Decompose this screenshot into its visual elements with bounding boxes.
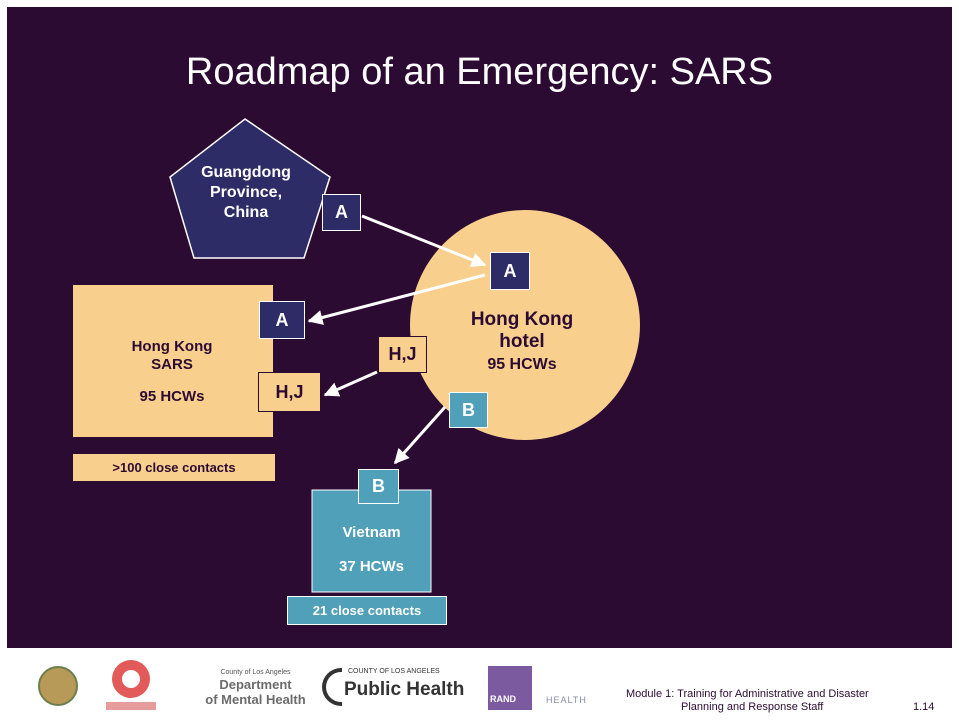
vietnam-line1: Vietnam: [342, 523, 401, 541]
dmh-line2: of Mental Health: [205, 692, 306, 707]
hk-sars-line1: Hong Kong: [131, 338, 213, 355]
hk-hotel-text: Hong Kong hotel 95 HCWs: [452, 307, 592, 379]
slide: Roadmap of an Emergency: SARS Guangdong …: [7, 7, 952, 648]
vietnam-text: Vietnam 37 HCWs: [312, 512, 431, 587]
hk-sars-text: Hong Kong SARS 95 HCWs: [97, 331, 247, 413]
module-line1: Module 1: Training for Administrative an…: [626, 688, 869, 700]
hk-sars-line2: SARS: [151, 356, 193, 373]
footer: County of Los Angeles Department of Ment…: [0, 648, 959, 726]
guangdong-line1: Guangdong: [201, 164, 291, 181]
sars-label-hj: H,J: [258, 372, 321, 412]
hk-sars-line3: 95 HCWs: [139, 388, 205, 405]
hk-hotel-line2: hotel: [499, 331, 545, 352]
guangdong-pentagon: [169, 118, 331, 259]
slide-title: Roadmap of an Emergency: SARS: [185, 51, 774, 93]
guangdong-label-a: A: [322, 194, 361, 231]
ems-agency-logo: [102, 656, 160, 714]
guangdong-line3: China: [223, 204, 269, 221]
page-number: 1.14: [913, 701, 935, 713]
arrow-hotel-to-vietnam: [393, 406, 447, 465]
hk-hotel-circle: [410, 210, 640, 440]
public-health-logo: COUNTY OF LOS ANGELES Public Health: [322, 666, 470, 710]
arrow-hj: [323, 370, 378, 397]
dmh-logo: County of Los Angeles Department of Ment…: [193, 668, 318, 716]
sars-label-a: A: [259, 301, 305, 339]
vietnam-label-b: B: [358, 469, 399, 504]
rand-text: RAND: [490, 694, 516, 704]
hk-hotel-line1: Hong Kong: [470, 309, 574, 330]
arrow-guangdong-to-hotel: [361, 214, 487, 267]
arrow-hotel-to-sars: [307, 273, 486, 325]
rand-health-text: HEALTH: [546, 695, 587, 705]
hotel-label-b: B: [449, 392, 488, 428]
module-line2: Planning and Response Staff: [681, 701, 824, 713]
guangdong-text: Guangdong Province, China: [190, 157, 302, 229]
public-health-swoosh-icon: [322, 668, 342, 706]
vietnam-line2: 37 HCWs: [338, 557, 405, 575]
rand-logo: RAND: [488, 666, 532, 710]
guangdong-line2: Province,: [209, 184, 283, 201]
module-caption: Module 1: Training for Administrative an…: [626, 688, 926, 714]
hotel-label-a: A: [490, 252, 530, 290]
vietnam-box: [311, 489, 432, 593]
dmh-small: County of Los Angeles: [220, 669, 291, 676]
county-seal-icon: [38, 666, 78, 706]
diagram-canvas: [73, 118, 640, 593]
hk-sars-contacts-badge: >100 close contacts: [73, 454, 275, 481]
hk-hotel-line3: 95 HCWs: [487, 356, 557, 373]
hotel-label-hj: H,J: [378, 336, 427, 373]
public-health-small: COUNTY OF LOS ANGELES: [348, 668, 440, 675]
vietnam-contacts-badge: 21 close contacts: [287, 596, 447, 625]
public-health-big: Public Health: [344, 679, 465, 700]
dmh-line1: Department: [219, 677, 292, 692]
hk-sars-box: [73, 285, 273, 437]
